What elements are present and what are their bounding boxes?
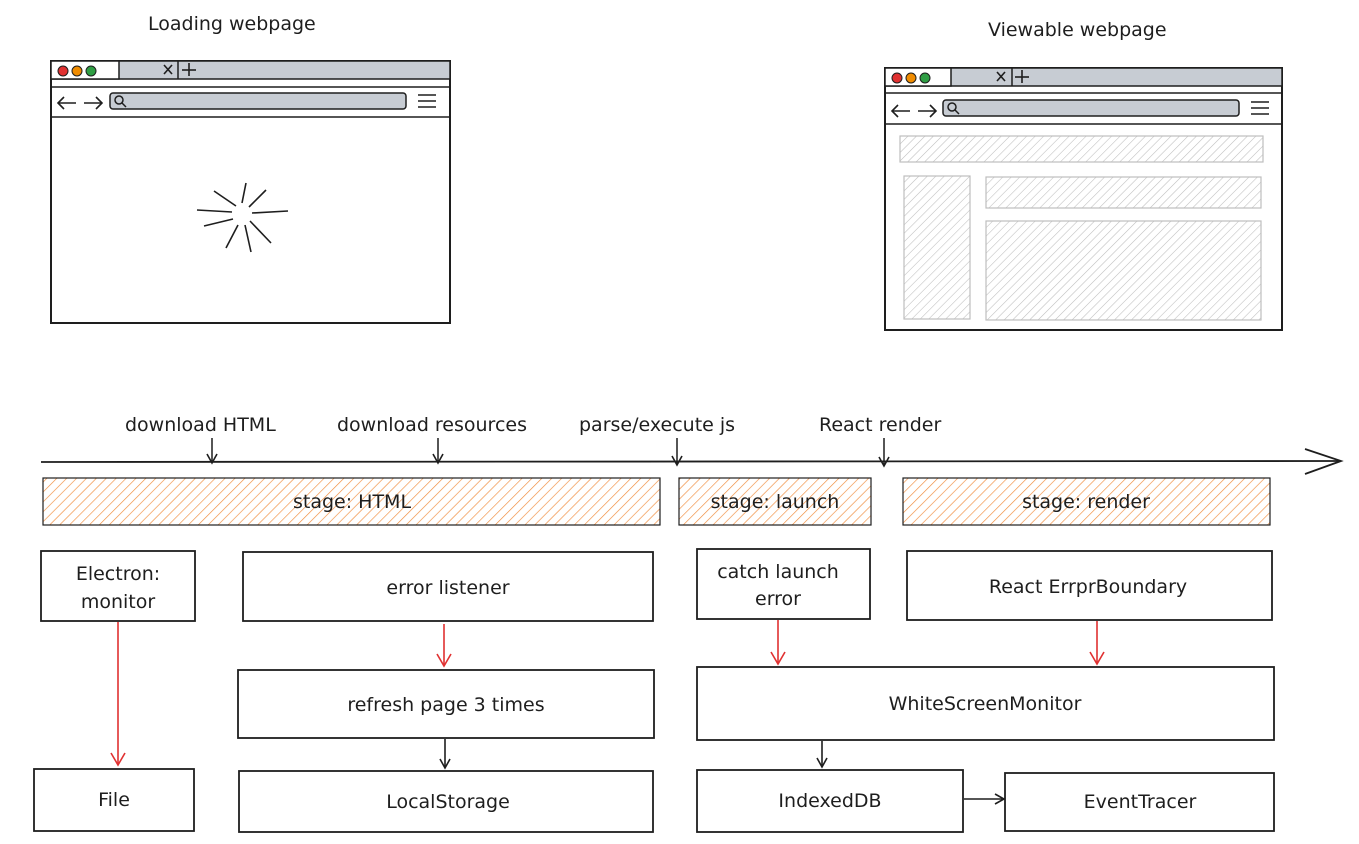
marker-download-html: download HTML (125, 414, 276, 436)
handler-row: refresh page 3 times WhiteScreenMonitor (237, 666, 1275, 741)
new-tab-icon (1015, 70, 1029, 83)
address-bar (942, 99, 1240, 117)
local-storage-box (238, 770, 654, 833)
search-icon (114, 95, 127, 108)
white-screen-monitor-label: WhiteScreenMonitor (889, 693, 1082, 715)
marker-react-render: React render (819, 414, 941, 436)
indexeddb-box (696, 769, 964, 833)
close-dot (891, 72, 903, 84)
file-box (33, 768, 195, 832)
stage-launch-bar (678, 477, 872, 526)
back-arrow-icon (890, 104, 910, 118)
active-tab (884, 67, 952, 87)
minimize-dot (905, 72, 917, 84)
timeline-arrowhead (1304, 448, 1344, 475)
refresh-page-label: refresh page 3 times (347, 694, 544, 716)
search-icon (947, 102, 960, 115)
back-arrow-icon (56, 96, 76, 110)
stage-html-label: stage: HTML (293, 491, 411, 513)
stage-render-label: stage: render (1022, 491, 1150, 513)
hamburger-menu-icon (418, 94, 436, 108)
white-screen-monitor-box (696, 666, 1275, 741)
timeline: download HTML download resources parse/e… (40, 414, 1344, 475)
error-listener-label: error listener (386, 577, 509, 599)
catch-launch-error-label-line1: catch launch (717, 561, 839, 583)
refresh-page-box (237, 669, 655, 739)
catch-launch-error-label-line2: error (755, 588, 801, 610)
address-bar (109, 92, 407, 110)
placeholder-content (985, 220, 1262, 321)
flow-arrows (110, 620, 1105, 805)
placeholder-header (899, 135, 1264, 163)
forward-arrow-icon (84, 96, 104, 110)
catch-launch-error-box (696, 548, 871, 620)
stage-launch-label: stage: launch (711, 491, 840, 513)
minimize-dot (71, 65, 83, 77)
event-tracer-label: EventTracer (1084, 791, 1197, 813)
stage-render-bar (902, 477, 1271, 526)
close-tab-icon (996, 71, 1006, 82)
placeholder-banner (985, 176, 1262, 209)
stages: stage: HTML stage: launch stage: render (42, 477, 1271, 526)
close-tab-icon (163, 64, 173, 75)
indexeddb-label: IndexedDB (778, 790, 881, 812)
electron-monitor-label-line2: monitor (81, 591, 156, 613)
viewable-browser: Viewable webpage (884, 19, 1283, 331)
loading-browser: Loading webpage (50, 13, 451, 324)
file-label: File (98, 789, 130, 811)
maximize-dot (919, 72, 931, 84)
electron-monitor-label-line1: Electron: (76, 563, 160, 585)
new-tab-icon (182, 63, 196, 76)
error-listener-box (242, 551, 654, 622)
marker-download-resources: download resources (337, 414, 527, 436)
timeline-axis (40, 460, 1341, 463)
local-storage-label: LocalStorage (386, 791, 510, 813)
maximize-dot (85, 65, 97, 77)
active-tab (50, 60, 120, 80)
electron-monitor-box (40, 550, 196, 622)
storage-row: File LocalStorage IndexedDB EventTracer (33, 768, 1275, 833)
monitor-row: Electron: monitor error listener catch l… (40, 548, 1273, 622)
spinner-icon (196, 182, 289, 253)
react-error-boundary-box (906, 550, 1273, 621)
stage-html-bar (42, 477, 661, 526)
viewable-webpage-caption: Viewable webpage (988, 19, 1167, 41)
hamburger-menu-icon (1251, 101, 1269, 115)
marker-parse-execute-js: parse/execute js (579, 414, 735, 436)
placeholder-sidebar (903, 175, 971, 320)
loading-webpage-caption: Loading webpage (148, 13, 316, 35)
close-dot (57, 65, 69, 77)
react-error-boundary-label: React ErrprBoundary (989, 576, 1187, 598)
forward-arrow-icon (918, 104, 938, 118)
